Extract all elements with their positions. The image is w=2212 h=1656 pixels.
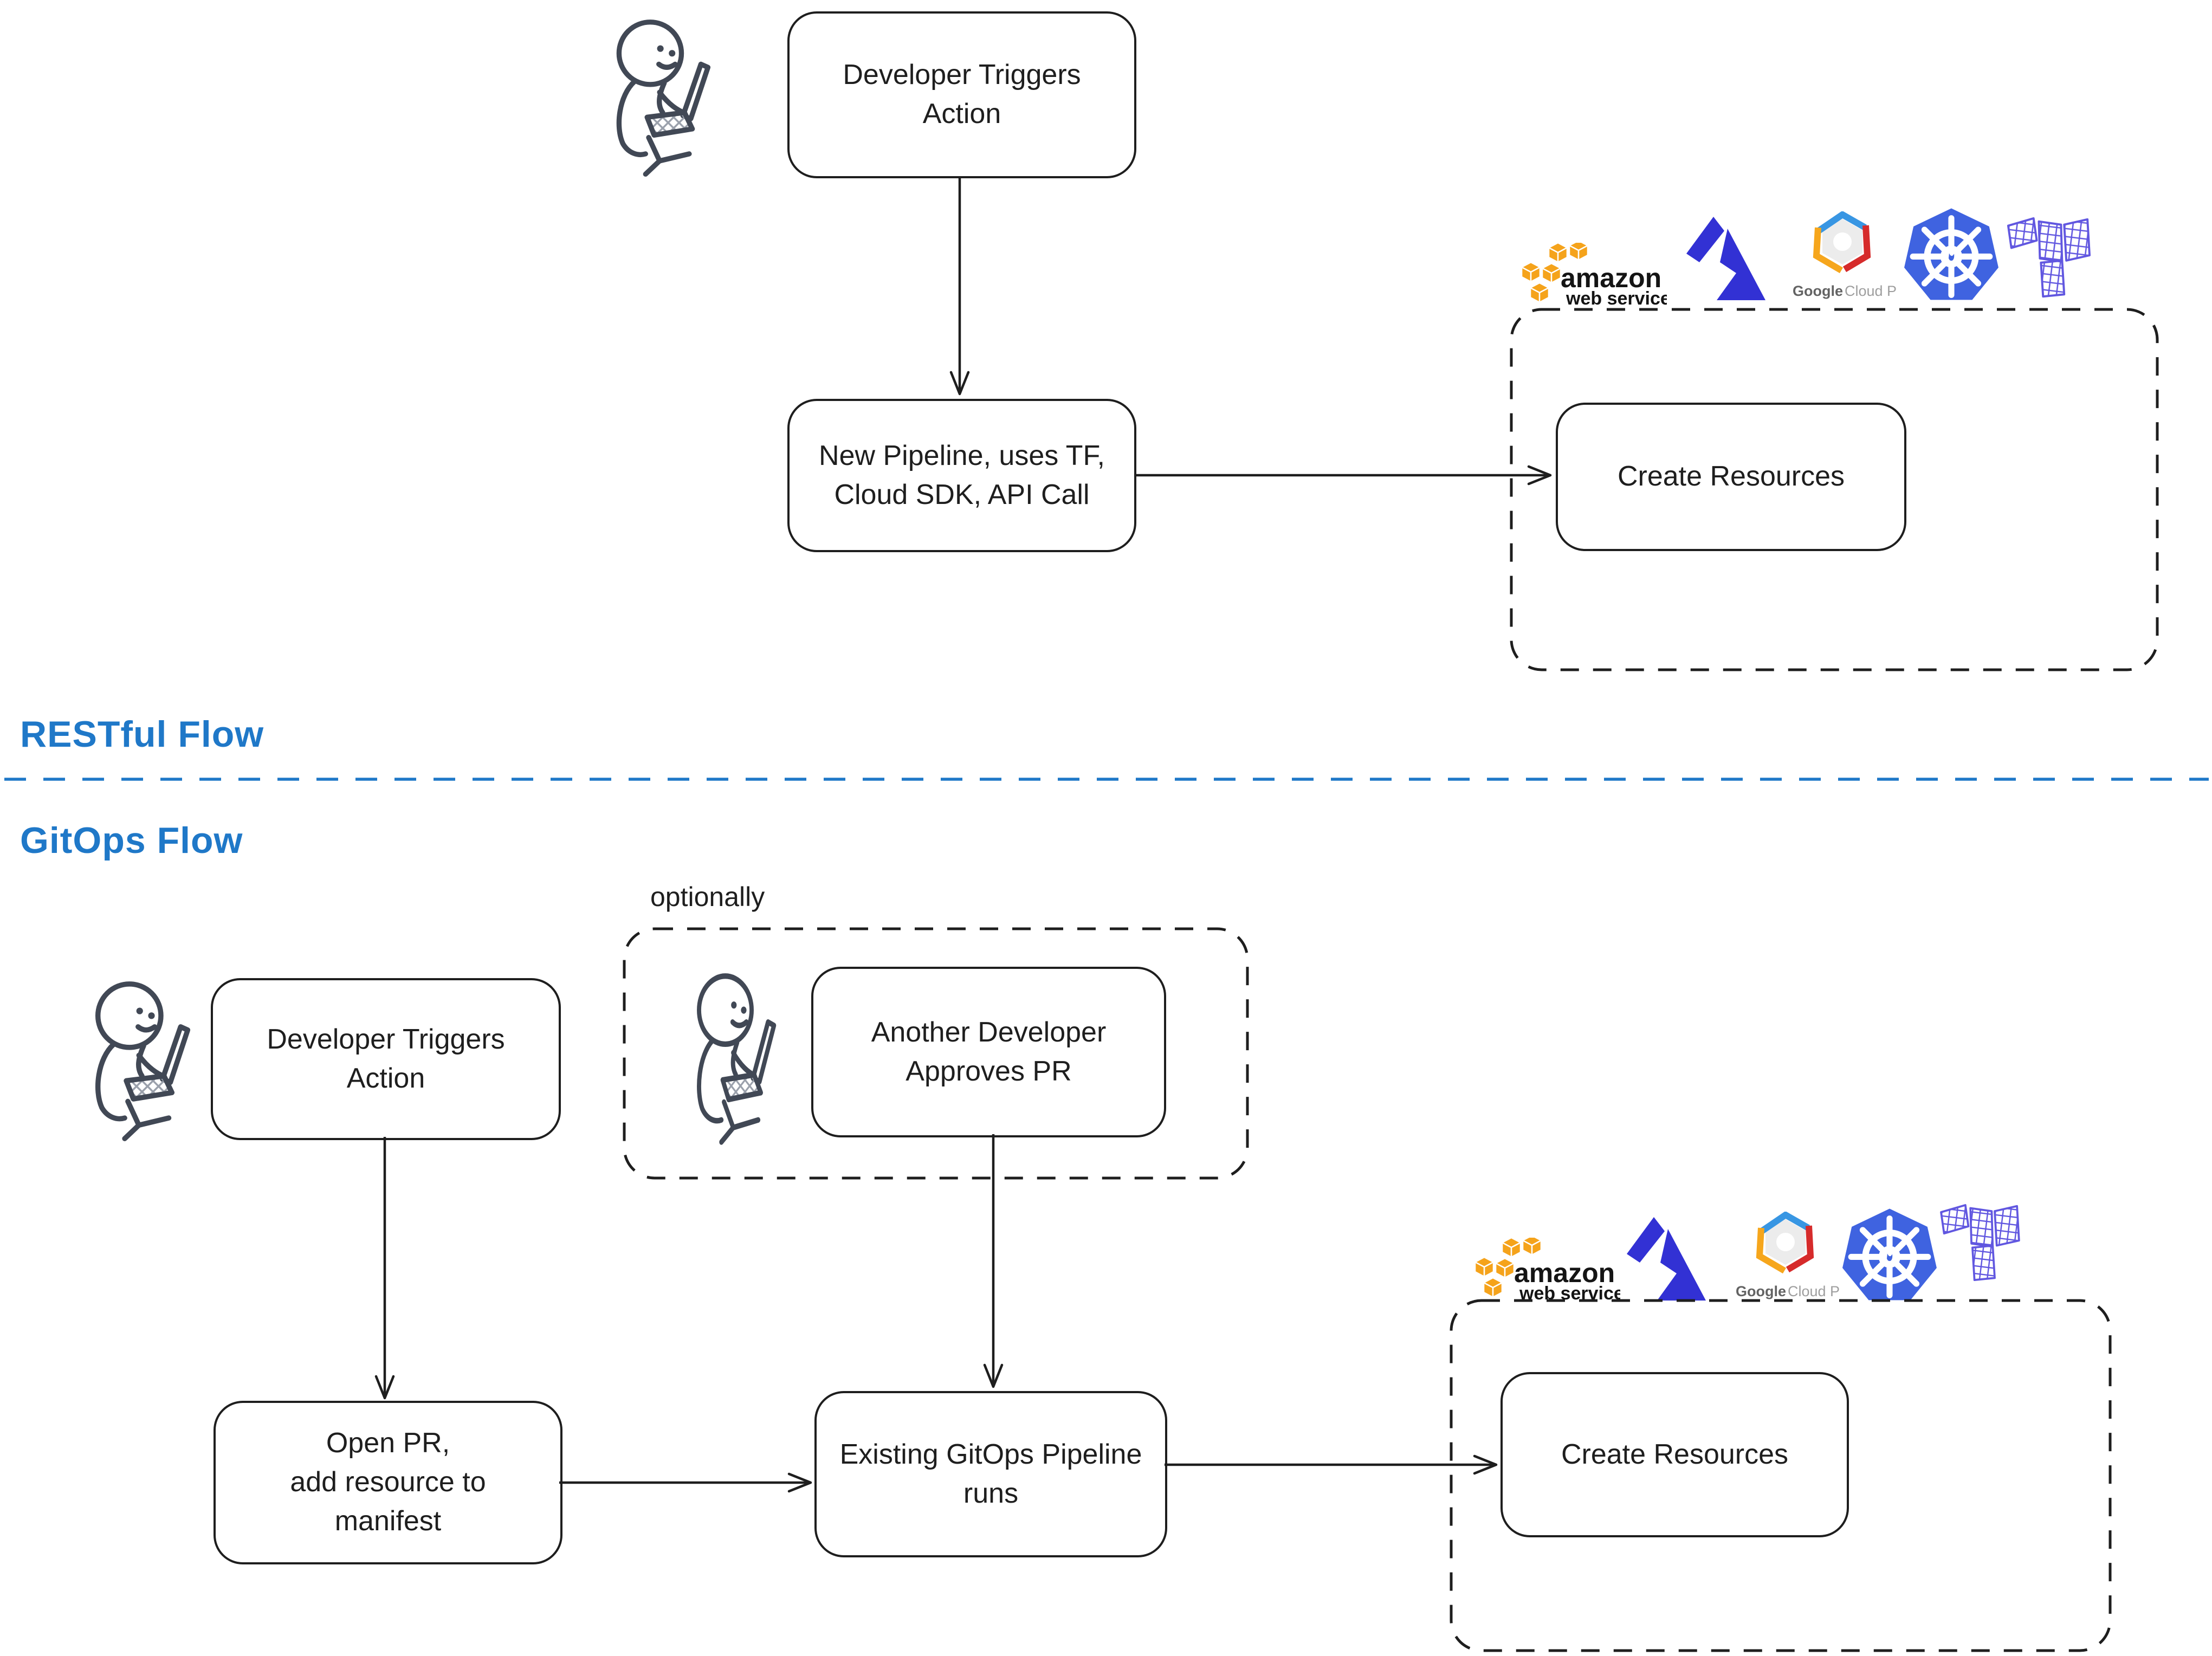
terraform-logo — [1940, 1204, 2020, 1281]
aws-logo: amazon web services — [1521, 243, 1667, 307]
azure-logo — [1686, 217, 1765, 300]
node-label: New Pipeline, uses TF, Cloud SDK, API Ca… — [819, 439, 1105, 510]
node-open-pr: Open PR, add resource to manifest — [214, 1401, 562, 1564]
node-label: Developer Triggers Action — [267, 1023, 505, 1094]
aws-logo-subtext: web services — [1566, 288, 1667, 307]
node-developer-triggers-action: Developer Triggers Action — [787, 11, 1136, 178]
restful-flow-title: RESTful Flow — [20, 714, 264, 755]
gcp-caption-rest: Cloud Platform — [1845, 283, 1897, 299]
gitops-flow-title: GitOps Flow — [20, 820, 243, 861]
node-label: Existing GitOps Pipeline runs — [839, 1438, 1142, 1509]
gcp-logo: Google Cloud Platform — [1793, 211, 1897, 299]
node-label: Create Resources — [1561, 1438, 1789, 1470]
section-divider — [4, 778, 2209, 781]
node-label: Developer Triggers Action — [843, 59, 1081, 130]
optionally-label: optionally — [650, 882, 765, 912]
developer-doodle — [76, 981, 194, 1143]
arrow-down-approve-to-pipeline — [983, 1134, 1004, 1388]
arrow-down-to-open-pr — [374, 1137, 395, 1400]
gcp-caption-google: Google — [1736, 1283, 1786, 1299]
kubernetes-logo — [1903, 206, 2002, 308]
node-create-resources-top: Create Resources — [1556, 403, 1906, 551]
arrow-right-to-create-resources-top — [1134, 465, 1552, 486]
gcp-caption-rest: Cloud Platform — [1788, 1283, 1840, 1299]
gcp-logo: Google Cloud Platform — [1736, 1212, 1840, 1299]
node-create-resources-bottom: Create Resources — [1500, 1372, 1849, 1537]
aws-logo-text: amazon — [1561, 263, 1661, 293]
terraform-logo — [2007, 217, 2091, 298]
kubernetes-logo — [1841, 1206, 1940, 1308]
aws-logo-text: amazon — [1514, 1258, 1615, 1288]
node-label: Open PR, add resource to manifest — [290, 1427, 486, 1537]
node-existing-gitops-pipeline: Existing GitOps Pipeline runs — [814, 1391, 1167, 1557]
arrow-right-to-existing-pipeline — [559, 1472, 812, 1493]
node-label: Another Developer Approves PR — [871, 1016, 1107, 1087]
arrow-down-to-new-pipeline — [949, 176, 970, 396]
node-label: Create Resources — [1617, 461, 1845, 493]
node-another-developer-approves: Another Developer Approves PR — [811, 967, 1166, 1137]
dashed-container-cloud-bottom — [1450, 1299, 2112, 1652]
arrow-right-to-create-resources-bottom — [1165, 1454, 1498, 1475]
developer-doodle — [593, 19, 718, 179]
aws-logo: amazon web services — [1474, 1238, 1620, 1302]
azure-logo — [1627, 1217, 1706, 1301]
aws-logo-subtext: web services — [1519, 1283, 1620, 1302]
developer-doodle — [681, 973, 779, 1147]
node-new-pipeline: New Pipeline, uses TF, Cloud SDK, API Ca… — [787, 399, 1136, 552]
gcp-caption-google: Google — [1793, 283, 1843, 299]
dashed-container-cloud-top — [1510, 308, 2159, 671]
node-developer-triggers-action-gitops: Developer Triggers Action — [211, 978, 561, 1140]
